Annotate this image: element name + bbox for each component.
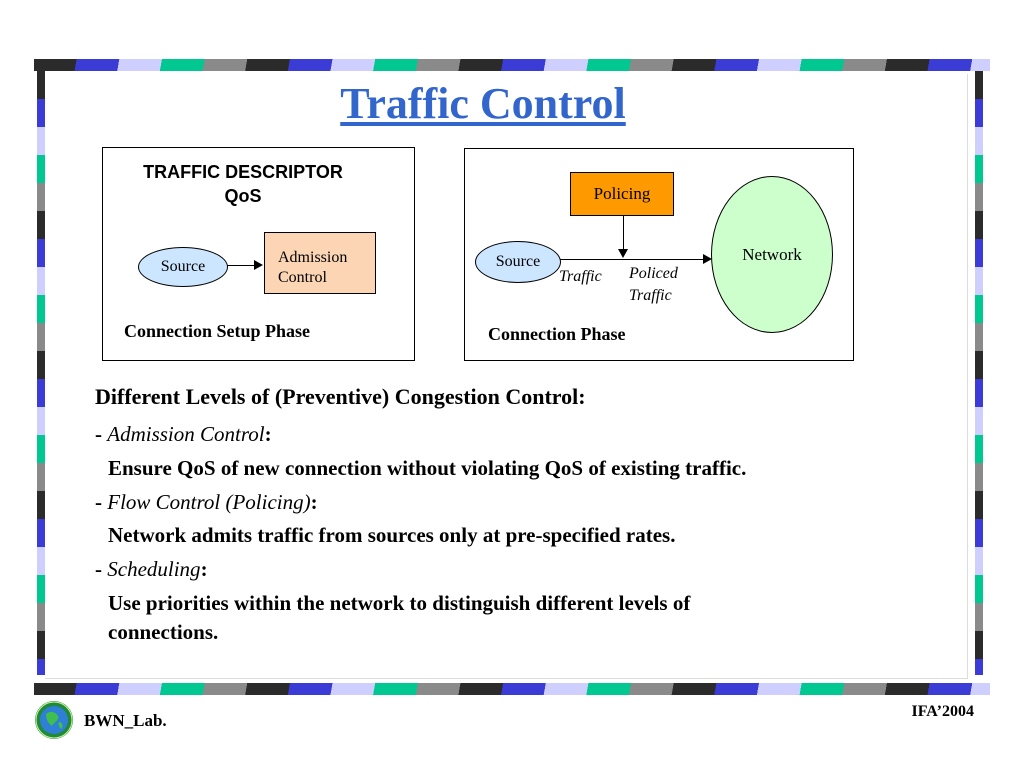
- header-line2: QoS: [224, 186, 262, 206]
- dash: -: [95, 422, 108, 446]
- source-node: Source: [475, 241, 561, 283]
- source-node: Source: [138, 247, 228, 287]
- source-label: Source: [495, 253, 541, 270]
- item-flow-control: - Flow Control (Policing):: [95, 489, 318, 515]
- bottom-border-stripe: [34, 683, 990, 695]
- admission-control-box: Admission Control: [264, 232, 376, 294]
- slide-title: Traffic Control: [340, 79, 626, 128]
- item-scheduling: - Scheduling:: [95, 556, 208, 582]
- traffic-arrow: [560, 254, 712, 264]
- dash: -: [95, 557, 108, 581]
- colon: :: [264, 422, 272, 446]
- connection-setup-diagram: TRAFFIC DESCRIPTOR QoS Source Admission …: [102, 147, 415, 361]
- right-border-stripe: [975, 71, 983, 675]
- top-border-stripe: [34, 59, 990, 71]
- traffic-descriptor-header: TRAFFIC DESCRIPTOR QoS: [103, 160, 383, 208]
- scheduling-desc-line2: connections.: [108, 620, 219, 644]
- policed-traffic-label: Policed Traffic: [629, 263, 678, 307]
- box-line1: Admission: [278, 249, 348, 266]
- policed-line1: Policed: [629, 265, 678, 282]
- scheduling-desc-line1: Use priorities within the network to dis…: [108, 591, 691, 615]
- policing-box: Policing: [570, 172, 674, 216]
- dash: -: [95, 490, 108, 514]
- inner-frame: [45, 74, 968, 679]
- source-to-admission-arrow: [227, 260, 263, 270]
- box-line2: Control: [278, 269, 327, 286]
- term-scheduling: Scheduling: [107, 557, 201, 581]
- header-line1: TRAFFIC DESCRIPTOR: [143, 162, 343, 182]
- term-admission-control: Admission Control: [107, 422, 265, 446]
- colon: :: [310, 490, 318, 514]
- network-label: Network: [742, 245, 802, 264]
- policing-label: Policing: [593, 184, 651, 203]
- congestion-heading: Different Levels of (Preventive) Congest…: [95, 384, 586, 409]
- connection-phase-diagram: Policing Source Network Traffic Policed …: [464, 148, 854, 361]
- policed-line2: Traffic: [629, 287, 672, 304]
- item-admission-control: - Admission Control:: [95, 421, 272, 447]
- footer-lab-label: BWN_Lab.: [84, 711, 167, 730]
- traffic-label: Traffic: [559, 268, 602, 285]
- bwn-lab-logo: [34, 700, 74, 740]
- connection-phase-caption: Connection Phase: [488, 324, 626, 344]
- globe-logo-icon: [35, 701, 73, 739]
- setup-phase-caption: Connection Setup Phase: [124, 321, 311, 341]
- colon: :: [200, 557, 208, 581]
- term-flow-control: Flow Control (Policing): [107, 490, 311, 514]
- source-label: Source: [160, 258, 206, 275]
- admission-control-desc: Ensure QoS of new connection without vio…: [108, 456, 747, 480]
- policing-down-arrow: [618, 215, 628, 258]
- footer-conference-label: IFA’2004: [911, 703, 974, 720]
- left-border-stripe: [37, 71, 45, 675]
- network-node: Network: [711, 176, 833, 333]
- flow-control-desc: Network admits traffic from sources only…: [108, 523, 676, 547]
